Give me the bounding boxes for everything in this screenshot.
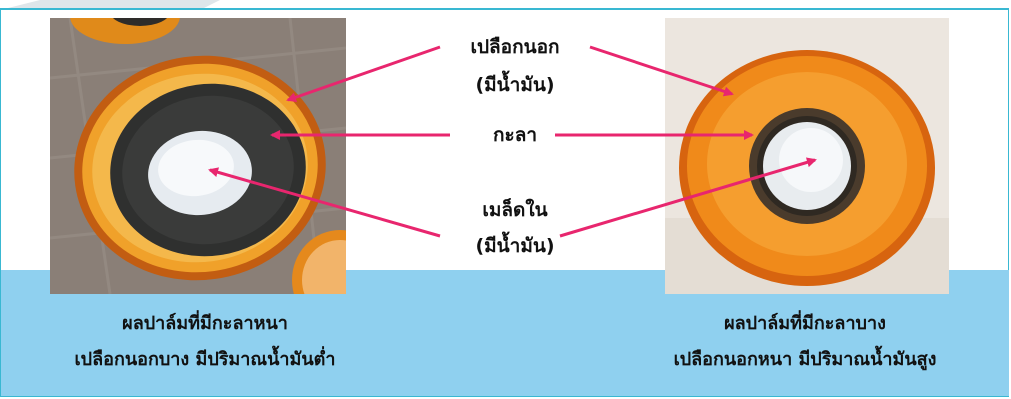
photo-thin-shell-fruit [665, 18, 949, 294]
photo-thick-shell-fruit [50, 18, 346, 294]
label-kernel: เมล็ดใน (มีน้ำมัน) [430, 192, 600, 264]
label-kernel-line2: (มีน้ำมัน) [475, 235, 555, 257]
label-exocarp: เปลือกนอก (มีน้ำมัน) [430, 28, 600, 104]
arrow-kernel-left [208, 167, 441, 238]
caption-left-line2: เปลือกนอกบาง มีปริมาณน้ำมันต่ำ [74, 349, 336, 370]
label-exocarp-line1: เปลือกนอก [470, 36, 560, 58]
top-decoration [0, 0, 220, 10]
label-exocarp-line2: (มีน้ำมัน) [475, 74, 555, 96]
arrow-exocarp-right [589, 45, 734, 97]
caption-right-line2: เปลือกนอกหนา มีปริมาณน้ำมันสูง [673, 349, 937, 370]
label-kernel-line1: เมล็ดใน [482, 199, 548, 221]
arrow-exocarp-left [286, 45, 441, 103]
label-shell: กะลา [492, 124, 538, 146]
caption-left: ผลปาล์มที่มีกะลาหนา เปลือกนอกบาง มีปริมา… [20, 306, 390, 378]
caption-left-line1: ผลปาล์มที่มีกะลาหนา [122, 313, 288, 334]
caption-right-line1: ผลปาล์มที่มีกะลาบาง [724, 313, 886, 334]
caption-right: ผลปาล์มที่มีกะลาบาง เปลือกนอกหนา มีปริมา… [620, 306, 990, 378]
frame-border [0, 8, 1009, 397]
arrow-kernel-right [559, 157, 817, 238]
